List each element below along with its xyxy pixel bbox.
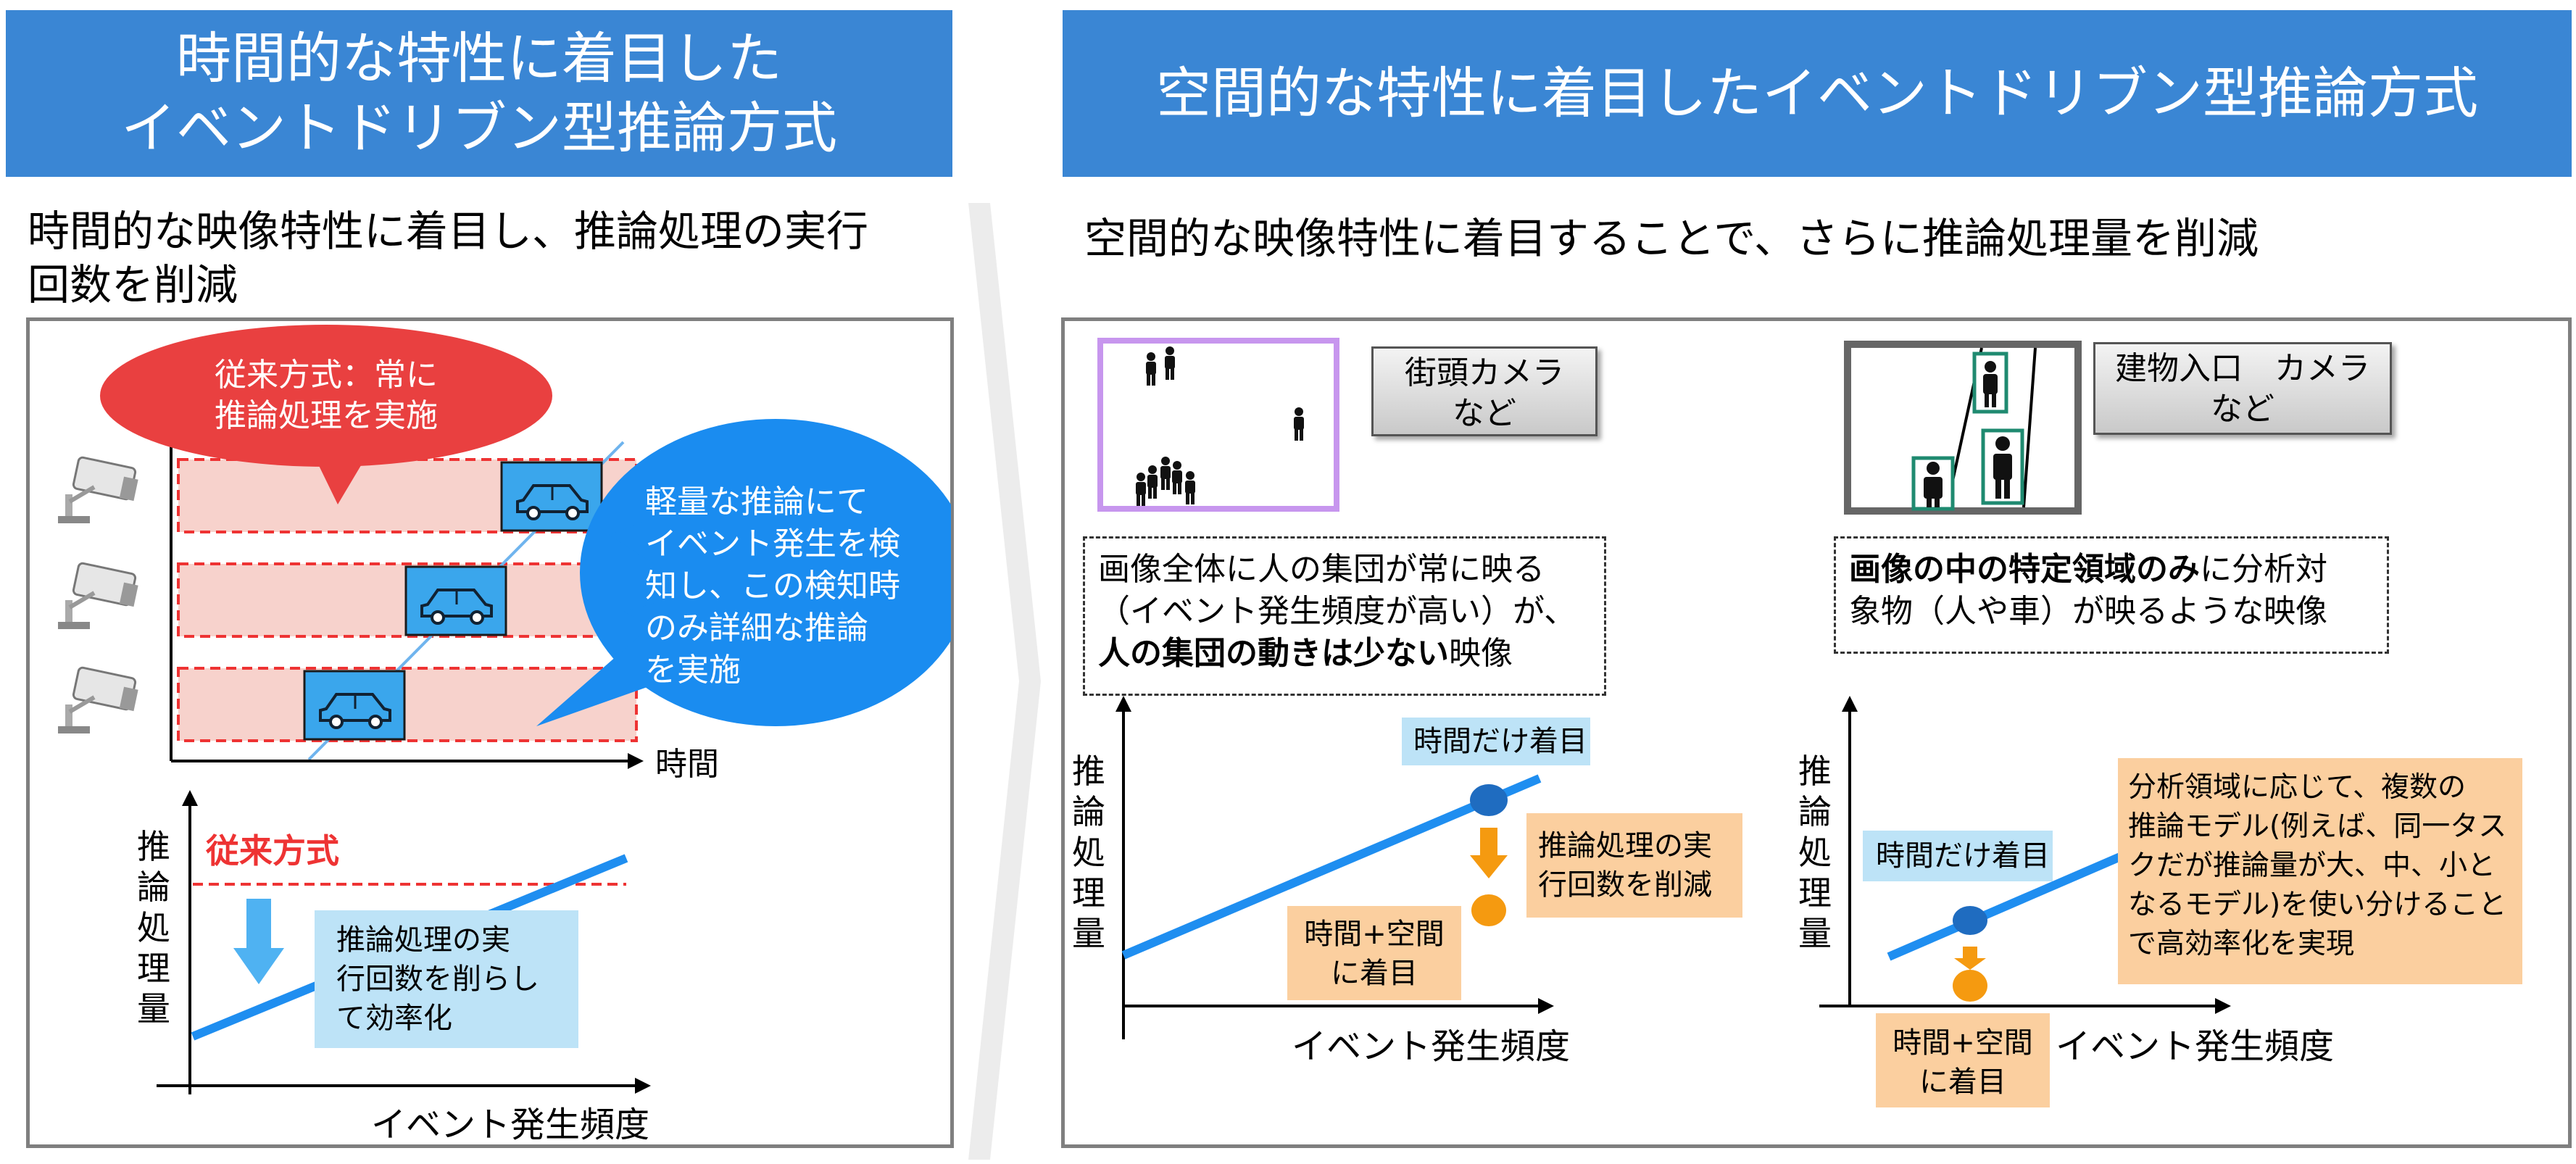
building-x-axis-label: イベント発生頻度: [2056, 1026, 2335, 1067]
street-desc-line1: 画像全体に人の集団が常に映る: [1098, 551, 1545, 588]
street-chart: [1115, 696, 1554, 1039]
right-header: 空間的な特性に着目したイベントドリブン型推論方式: [1063, 10, 2572, 177]
building-description: 画像の中の特定領域のみに分析対 象物（人や車）が映るような映像: [1834, 536, 2389, 654]
street-description: 画像全体に人の集団が常に映る （イベント発生頻度が高い）が、 人の集団の動きは少…: [1083, 536, 1606, 696]
building-model-note-line1: 分析領域に応じて、複数の: [2128, 771, 2467, 804]
building-desc-line1: 画像の中の特定領域のみに分析対: [1849, 549, 2374, 591]
street-desc-bold: 人の集団の動きは少ない: [1098, 635, 1449, 672]
street-desc-line3: 人の集団の動きは少ない映像: [1098, 633, 1591, 675]
building-chart: [1819, 696, 2231, 1014]
left-chart-note: 推論処理の実 行回数を削らし て効率化: [315, 910, 578, 1048]
street-camera-tag-line1: 街頭カメラ: [1405, 354, 1564, 391]
building-time-space-line2: に着目: [1919, 1065, 2006, 1099]
left-header-line1: 時間的な特性に着目した: [176, 26, 782, 91]
street-camera-tag-line2: など: [1453, 395, 1516, 432]
timeline-diagram: [29, 325, 951, 769]
street-y-axis-label: 推論処理量: [1072, 752, 1105, 953]
street-time-only-label: 時間だけ着目: [1402, 718, 1590, 765]
building-desc-bold: 画像の中の特定領域のみ: [1849, 551, 2200, 588]
street-time-space-line2: に着目: [1331, 957, 1418, 990]
street-camera-tag: 街頭カメラ など: [1371, 346, 1597, 436]
left-chart-note-line1: 推論処理の実: [336, 923, 510, 957]
building-y-axis-label: 推論処理量: [1798, 752, 1832, 953]
left-panel: [26, 317, 954, 1148]
lightweight-bubble-line1: 軽量な推論にて: [645, 483, 868, 520]
left-header-line2: イベントドリブン型推論方式: [121, 96, 837, 160]
right-panel: [1061, 317, 2572, 1148]
street-time-space-line1: 時間+空間: [1304, 918, 1445, 951]
right-header-text: 空間的な特性に着目したイベントドリブン型推論方式: [1156, 61, 2478, 125]
left-header: 時間的な特性に着目した イベントドリブン型推論方式: [6, 10, 952, 177]
building-model-note: 分析領域に応じて、複数の 推論モデル(例えば、同一タス クだが推論量が大、中、小…: [2118, 758, 2522, 984]
street-reduce-note: 推論処理の実 行回数を削減: [1526, 813, 1742, 918]
building-camera-tag-line2: など: [2211, 391, 2274, 428]
street-reduce-note-line1: 推論処理の実: [1538, 829, 1712, 862]
street-desc-line2: （イベント発生頻度が高い）が、: [1098, 593, 1576, 630]
building-camera-image: [1844, 341, 2082, 515]
left-chart-note-line3: て効率化: [336, 1002, 452, 1035]
conventional-method-label: 従来方式: [206, 831, 339, 870]
conventional-bubble-line2: 推論処理を実施: [215, 397, 438, 434]
street-camera-image: [1097, 338, 1339, 512]
building-desc-line2: 象物（人や車）が映るような映像: [1849, 593, 2327, 630]
right-subtitle: 空間的な映像特性に着目することで、さらに推論処理量を削減: [1084, 214, 2259, 263]
lightweight-bubble-text: 軽量な推論にて イベント発生を検 知し、この検知時 のみ詳細な推論 を実施: [645, 481, 921, 691]
lightweight-bubble-line3: 知し、この検知時: [645, 568, 900, 604]
street-reduce-note-line2: 行回数を削減: [1538, 868, 1712, 902]
building-time-space-line1: 時間+空間: [1892, 1026, 2033, 1060]
building-desc-line1-tail: に分析対: [2200, 551, 2327, 588]
street-desc-tail: 映像: [1449, 635, 1513, 672]
building-model-note-line3: クだが推論量が大、中、小と: [2128, 849, 2496, 882]
lightweight-bubble-line5: を実施: [645, 652, 741, 689]
left-subtitle: 時間的な映像特性に着目し、推論処理の実行 回数を削減: [28, 204, 970, 312]
left-y-axis-label: 推論処理量: [137, 827, 170, 1028]
street-time-space-label: 時間+空間 に着目: [1287, 906, 1461, 1000]
building-time-only-label: 時間だけ着目: [1863, 831, 2053, 881]
building-camera-tag: 建物入口 カメラ など: [2093, 342, 2392, 435]
lightweight-bubble-line2: イベント発生を検: [645, 525, 900, 562]
building-camera-tag-line1: 建物入口 カメラ: [2115, 350, 2370, 387]
building-time-space-label: 時間+空間 に着目: [1876, 1013, 2050, 1107]
left-subtitle-line2: 回数を削減: [28, 260, 238, 309]
building-model-note-line4: なるモデル)を使い分けること: [2128, 889, 2507, 921]
conventional-bubble-line1: 従来方式：常に: [215, 357, 438, 394]
conventional-bubble-text: 従来方式：常に 推論処理を実施: [174, 355, 478, 436]
left-x-axis-label: イベント発生頻度: [371, 1105, 650, 1145]
street-x-axis-label: イベント発生頻度: [1292, 1026, 1571, 1067]
building-model-note-line5: で高効率化を実現: [2128, 928, 2355, 960]
time-axis-label: 時間: [655, 746, 719, 783]
left-chart-note-line2: 行回数を削らし: [336, 963, 539, 996]
lightweight-bubble-line4: のみ詳細な推論: [645, 610, 868, 647]
left-subtitle-line1: 時間的な映像特性に着目し、推論処理の実行: [28, 207, 869, 256]
section-divider-chevron: [968, 203, 1041, 1160]
building-model-note-line2: 推論モデル(例えば、同一タス: [2128, 810, 2507, 843]
